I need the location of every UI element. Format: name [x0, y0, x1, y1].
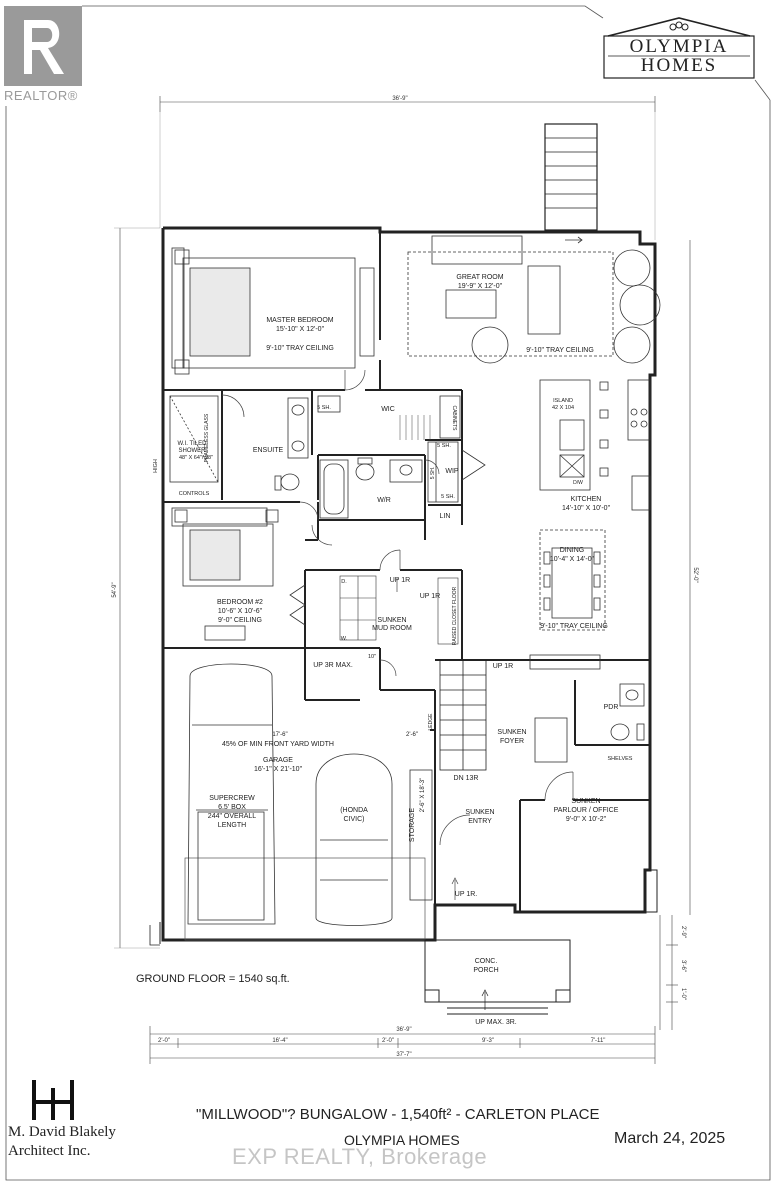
- realtor-logo: [4, 6, 82, 86]
- bedroom2-ceiling: 9'-0" CEILING: [218, 617, 262, 624]
- garage-label: GARAGE: [263, 757, 293, 764]
- plan-date: March 24, 2025: [614, 1130, 726, 1147]
- entry-label-1: SUNKEN: [465, 809, 494, 816]
- plan-title: "MILLWOOD"? BUNGALOW - 1,540ft² - CARLET…: [196, 1106, 600, 1123]
- shelves-5-ensuite: 5 SH.: [317, 405, 331, 411]
- mudroom-label-1: SUNKEN: [377, 617, 406, 624]
- up-1r-mudroom: UP 1R: [390, 577, 411, 584]
- truck-label-1: SUPERCREW: [209, 795, 255, 802]
- dim-bottom-seg2: 16'-4": [272, 1038, 287, 1044]
- dim-bottom-overall: 37'-7": [396, 1052, 411, 1058]
- shelves-5-wip-top: 5 SH.: [437, 443, 451, 449]
- garage-size: 16'-1" X 21'-10": [254, 766, 303, 773]
- master-bedroom-size: 15'-10" X 12'-0": [276, 326, 325, 333]
- frameless-glass-label: FRAMELESS GLASS: [204, 413, 210, 462]
- dining-size: 10'-4" X 14'-0": [550, 556, 595, 563]
- dim-bottom-seg1: 2'-0": [158, 1038, 170, 1044]
- dim-bottom-seg4: 9'-3": [482, 1038, 494, 1044]
- bedroom2-label: BEDROOM #2: [217, 599, 263, 606]
- foyer-label-2: FOYER: [500, 738, 524, 745]
- builder-name: OLYMPIA HOMES: [344, 1132, 460, 1148]
- dishwasher-label: D/W: [573, 480, 583, 486]
- dim-left-depth: 54'-9": [112, 582, 118, 597]
- ground-floor-area: GROUND FLOOR = 1540 sq.ft.: [136, 973, 290, 985]
- kitchen-size: 14'-10" X 10'-0": [562, 505, 611, 512]
- truck-label-4: LENGTH: [218, 822, 246, 829]
- up-1r-closet: UP 1R: [420, 593, 441, 600]
- ledge-label: LEDGE: [428, 713, 434, 731]
- island-label: ISLAND: [553, 398, 573, 404]
- up-3r-max-label: UP 3R MAX.: [313, 662, 353, 669]
- up-1r-entry: UP 1R.: [455, 891, 477, 898]
- car-label-1: (HONDA: [340, 807, 368, 814]
- up-1r-foyer: UP 1R: [493, 663, 514, 670]
- shelves-5-wip-side: 5 SH.: [430, 467, 436, 480]
- dim-bottom-seg3: 2'-0": [382, 1038, 394, 1044]
- shower-label-2: SHOWER: [179, 448, 207, 454]
- architect-firm: Architect Inc.: [8, 1143, 91, 1159]
- brokerage-watermark: EXP REALTY, Brokerage: [232, 1144, 488, 1169]
- master-bedroom-ceiling: 9'-10" TRAY CEILING: [266, 345, 334, 352]
- dim-right-3: 1'-0": [680, 988, 686, 1000]
- storage-label: STORAGE: [409, 808, 416, 842]
- olympia-logo-line1: OLYMPIA: [629, 36, 729, 57]
- architect-logo: [32, 1080, 74, 1120]
- controls-label: CONTROLS: [179, 491, 210, 497]
- olympia-homes-logo: [603, 17, 755, 79]
- shelves-5-wip-bottom: 5 SH.: [441, 494, 455, 500]
- dim-bottom-inner: 36'-9": [396, 1027, 411, 1033]
- dim-bottom-seg5: 7'-11": [591, 1038, 606, 1044]
- shower-label-3: 48" X 64"/ 98": [179, 455, 213, 461]
- mudroom-label-2: MUD ROOM: [372, 625, 412, 632]
- truck-label-2: 6.5' BOX: [218, 804, 246, 811]
- dining-label: DINING: [560, 547, 585, 554]
- parlour-label-2: PARLOUR / OFFICE: [554, 807, 619, 814]
- great-room-ceiling: 9'-10" TRAY CEILING: [526, 347, 594, 354]
- washroom-label: W/R: [377, 497, 391, 504]
- car-label-2: CIVIC): [344, 816, 365, 823]
- high-label: HIGH: [153, 459, 159, 473]
- kitchen-label: KITCHEN: [571, 496, 602, 503]
- bedroom2-size: 10'-6" X 10'-6": [218, 608, 263, 615]
- raised-closet-floor-label: RAISED CLOSET FLOOR: [452, 586, 458, 645]
- linen-label: LIN: [440, 513, 451, 520]
- foyer-label-1: SUNKEN: [497, 729, 526, 736]
- dim-right-1: 2'-9": [680, 926, 686, 938]
- great-room-size: 19'-9" X 12'-0": [458, 283, 503, 290]
- storage-size: 2'-6" X 18'-3": [420, 778, 426, 813]
- up-max-3r-label: UP MAX. 3R.: [475, 1019, 517, 1026]
- architect-name: M. David Blakely: [8, 1124, 116, 1140]
- parlour-label-1: SUNKEN: [571, 798, 600, 805]
- front-yard-width-note: 45% OF MIN FRONT YARD WIDTH: [222, 741, 334, 748]
- dim-right-depth: 52'-0": [692, 567, 698, 582]
- parlour-size: 9'-0" X 10'-2": [566, 816, 607, 823]
- dim-right-2: 3'-6": [680, 960, 686, 972]
- powder-room-label: PDR: [604, 704, 619, 711]
- ensuite-label: ENSUITE: [253, 447, 284, 454]
- island-size: 42 X 104: [552, 405, 574, 411]
- shelves-label: SHELVES: [608, 756, 633, 762]
- master-bedroom-label: MASTER BEDROOM: [266, 317, 333, 324]
- porch-label-1: CONC.: [475, 958, 498, 965]
- dim-10in: 10": [368, 654, 376, 660]
- realtor-wordmark: REALTOR®: [4, 88, 78, 103]
- wip-label: WIP: [445, 468, 459, 475]
- dim-2-6: 2'-6": [406, 732, 418, 738]
- cabinets-label: CABINETS: [451, 405, 457, 431]
- porch-label-2: PORCH: [473, 967, 498, 974]
- wic-label: WIC: [381, 406, 395, 413]
- dryer-label: D.: [341, 579, 347, 585]
- dining-ceiling: 9'-10" TRAY CEILING: [540, 623, 608, 630]
- dim-17-6: 17'-6": [272, 732, 287, 738]
- truck-label-3: 244" OVERALL: [208, 813, 257, 820]
- entry-label-2: ENTRY: [468, 818, 492, 825]
- shower-label-1: W.I. TILED: [178, 441, 208, 447]
- great-room-label: GREAT ROOM: [456, 274, 503, 281]
- down-13r-label: DN 13R: [454, 775, 479, 782]
- washer-label: W.: [341, 636, 348, 642]
- dim-top-width: 36'-9": [392, 96, 407, 102]
- olympia-logo-line2: HOMES: [640, 55, 718, 76]
